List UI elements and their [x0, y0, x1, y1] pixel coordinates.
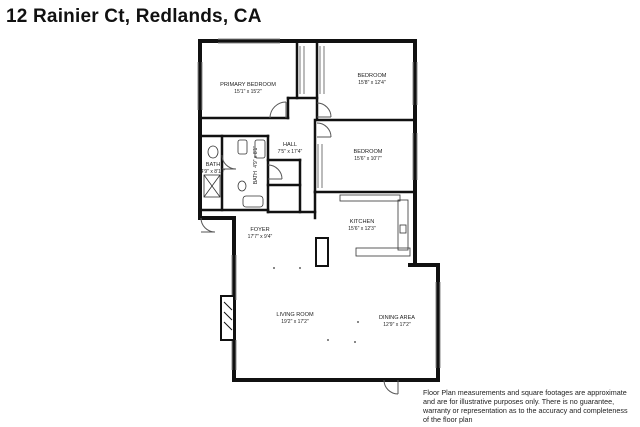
room-dims: 17'7" x 9'4"	[248, 234, 273, 240]
room-dims: 7'5" x 17'4"	[278, 149, 303, 155]
bath-fixtures	[203, 139, 266, 208]
room-label-rotated: BATH 4'9" x 8'1"	[253, 146, 259, 184]
room-dims: 4'9" x 8'10"	[201, 169, 226, 175]
windows	[197, 38, 441, 370]
interior-walls	[198, 40, 416, 220]
room-dims: 15'1" x 15'2"	[234, 89, 262, 95]
doors	[200, 101, 399, 395]
room-dims: 19'2" x 17'2"	[281, 319, 309, 325]
room-name: BATH	[206, 162, 221, 168]
room-dims: 12'9" x 17'2"	[383, 322, 411, 328]
room-name: BATH	[253, 171, 259, 184]
kitchen-fixtures	[315, 194, 411, 267]
room-name: BEDROOM	[358, 73, 387, 79]
page-title: 12 Rainier Ct, Redlands, CA	[6, 6, 262, 27]
room-labels: PRIMARY BEDROOM 15'1" x 15'2" BEDROOM 15…	[201, 73, 416, 328]
closets	[299, 46, 325, 188]
ceiling-lights	[273, 267, 359, 343]
room-dims: 15'6" x 10'7"	[354, 156, 382, 162]
room-name: FOYER	[250, 227, 269, 233]
room-name: PRIMARY BEDROOM	[220, 82, 276, 88]
fireplace	[220, 295, 235, 341]
room-dims: 15'6" x 12'3"	[348, 226, 376, 232]
room-dims: 15'8" x 12'4"	[358, 80, 386, 86]
room-name: DINING AREA	[379, 315, 415, 321]
room-name: LIVING ROOM	[276, 312, 314, 318]
room-name: BEDROOM	[354, 149, 383, 155]
room-name: HALL	[283, 142, 297, 148]
room-name: KITCHEN	[350, 219, 375, 225]
disclaimer: Floor Plan measurements and square foota…	[423, 388, 628, 424]
room-dims: 4'9" x 8'1"	[253, 146, 259, 168]
exterior-walls	[198, 39, 440, 382]
